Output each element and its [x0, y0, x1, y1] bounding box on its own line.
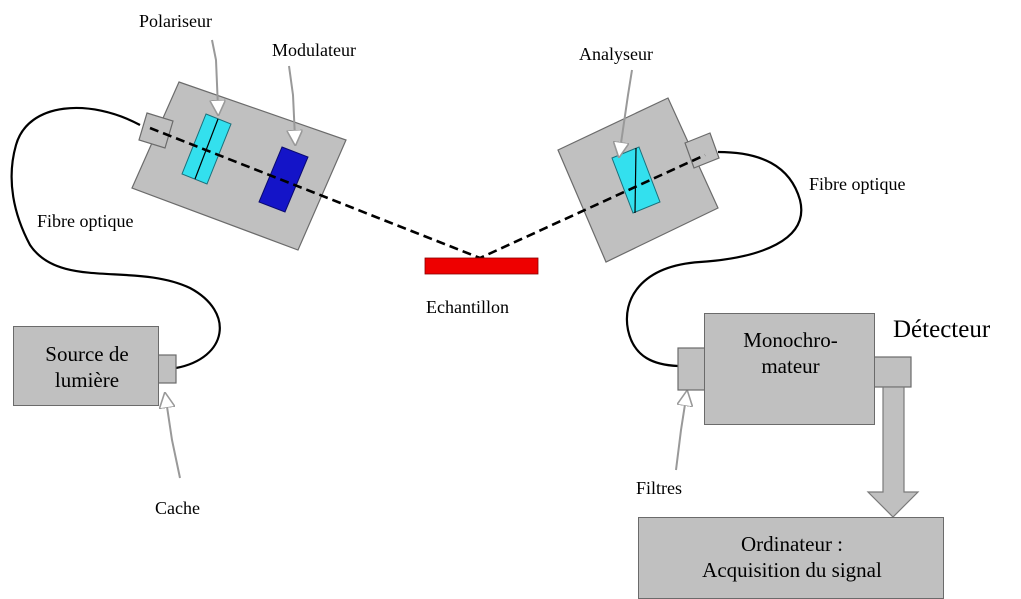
source-label-line2: lumière: [54, 368, 120, 393]
left-fiber-cable: [10, 106, 221, 370]
fibre-optique-right-label: Fibre optique: [809, 174, 906, 194]
modulateur-pointer-arrow: [289, 65, 295, 138]
source-connector: [157, 354, 177, 384]
analyser-head: [557, 97, 720, 263]
source-label-line1: Source de: [45, 342, 129, 366]
polariser-modulator-head: [131, 81, 347, 251]
signal-arrow: [866, 386, 920, 518]
left-head-housing: [131, 81, 347, 251]
modulateur-label: Modulateur: [272, 40, 356, 60]
detecteur-label: Détecteur: [893, 316, 991, 343]
right-fiber-cable: [625, 150, 803, 368]
analyseur-label: Analyseur: [579, 44, 653, 64]
polariseur-label: Polariseur: [139, 11, 212, 31]
fibre-optique-left-label: Fibre optique: [37, 211, 134, 231]
polariseur-pointer-arrow: [212, 39, 218, 108]
filter-connector: [677, 347, 706, 391]
echantillon-label: Echantillon: [426, 297, 509, 317]
light-source-box: Source de lumière: [13, 326, 159, 406]
monochro-label-line1: Monochro-: [743, 328, 838, 352]
computer-box: Ordinateur : Acquisition du signal: [638, 517, 944, 599]
detector: [873, 356, 912, 388]
monochro-label-line2: mateur: [761, 354, 820, 379]
analyser-axis: [634, 147, 637, 214]
computer-label-line1: Ordinateur :: [740, 532, 844, 556]
analyseur-pointer-arrow: [620, 69, 633, 150]
filtres-label: Filtres: [636, 478, 683, 498]
computer-label-line2: Acquisition du signal: [702, 558, 882, 583]
cache-label: Cache: [155, 498, 200, 518]
filtres-pointer-arrow: [675, 398, 686, 471]
cache-pointer-arrow: [166, 400, 181, 479]
monochromator-box: Monochro- mateur: [704, 313, 875, 425]
sample: [424, 257, 539, 275]
